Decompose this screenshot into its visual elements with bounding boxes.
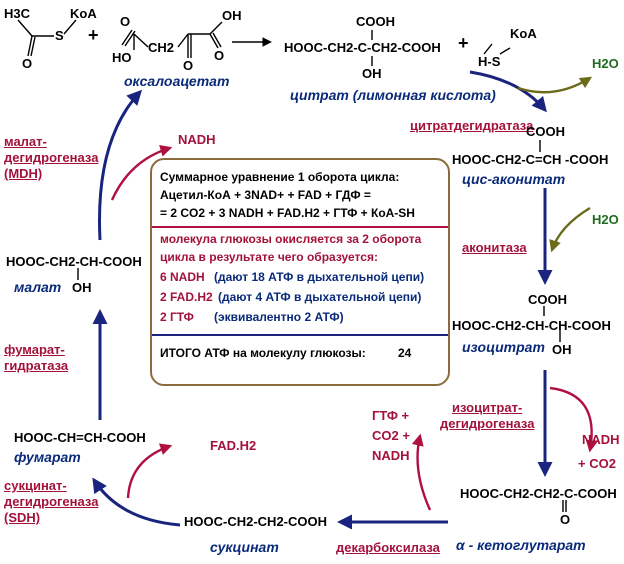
gtp-label: ГТФ +	[372, 408, 410, 423]
fumarate-label: фумарат	[14, 449, 81, 465]
h2o-in-arrow	[549, 206, 591, 253]
cycle-arrow-succinate-to-fumarate	[92, 477, 181, 527]
cis-aconitate-cooh: COOH	[526, 124, 565, 139]
summary-total-value: 24	[398, 346, 412, 360]
oxaloacetate-label: оксалоацетат	[124, 73, 230, 89]
oxalo-o2: O	[183, 58, 194, 73]
summary-line-4: молекула глюкозы окисляется за 2 оборота	[160, 232, 422, 246]
citrate-bonds	[371, 30, 511, 66]
summary-divider-1	[152, 226, 448, 228]
enzyme-isocitrate-dh-2: дегидрогеназа	[440, 416, 535, 431]
nadh-label-right: NADH	[582, 432, 620, 447]
summary-row-2-count: 2 FAD.H2	[160, 290, 213, 304]
ketoglutarate-formula: HOOC-CH2-CH2-C-COOH	[460, 486, 617, 501]
oxalo-o1: O	[120, 14, 131, 29]
cycle-arrow-malate-to-oxalo	[98, 89, 143, 241]
nadh-top-arrow	[110, 145, 173, 201]
enzyme-decarboxylase: декарбоксилаза	[336, 540, 440, 555]
summary-row-2-note: (дают 4 АТФ в дыхательной цепи)	[218, 290, 422, 304]
enzyme-succinate-dh-3: (SDH)	[4, 510, 41, 525]
acetyl-h3c: H3C	[4, 6, 31, 21]
enzyme-succinate-dh-1: сукцинат-	[4, 478, 67, 493]
enzyme-succinate-dh-2: дегидрогеназа	[4, 494, 99, 509]
oxalo-o3: O	[214, 48, 225, 63]
summary-line-3: = 2 CO2 + 3 NADH + FAD.H2 + ГТФ + КоА-SH	[160, 206, 415, 220]
h2o-out-arrow	[517, 76, 593, 94]
h2o-out-label: H2O	[592, 56, 619, 71]
enzyme-malate-dh-1: малат-	[4, 134, 47, 149]
ketoglutarate-bonds	[562, 500, 567, 512]
enzyme-malate-dh-2: дегидрогеназа	[4, 150, 99, 165]
summary-total-label: ИТОГО АТФ на молекулу глюкозы:	[160, 346, 366, 360]
oxaloacetate-bonds	[121, 21, 223, 58]
plus-sign: +	[88, 25, 99, 45]
succinate-formula: HOOC-CH2-CH2-COOH	[184, 514, 327, 529]
citrate-label: цитрат (лимонная кислота)	[290, 87, 496, 103]
acetyl-coa-bonds	[17, 19, 77, 57]
summary-line-2: Ацетил-КоА + 3NAD+ + FAD + ГДФ =	[160, 188, 371, 202]
citrate-oh: OH	[362, 66, 382, 81]
hskoa-hs: H-S	[478, 54, 501, 69]
nadh-label-mid: NADH	[372, 448, 410, 463]
h2o-in-label: H2O	[592, 212, 619, 227]
fadh2-label: FAD.H2	[210, 438, 257, 453]
isocitrate-formula: HOOC-CH2-CH-CH-COOH	[452, 318, 611, 333]
summary-line-5: цикла в результате чего образуется:	[160, 250, 378, 264]
gtp-arrow	[411, 433, 432, 511]
ketoglutarate-o: O	[560, 512, 571, 527]
acetyl-o: O	[22, 56, 33, 71]
cis-aconitate-formula: HOOC-CH2-C=CH -COOH	[452, 152, 609, 167]
summary-row-1-note: (дают 18 АТФ в дыхательной цепи)	[214, 270, 425, 284]
enzyme-fumarate-hydratase-1: фумарат-	[4, 342, 65, 357]
cycle-arrow-citrate-to-cis	[469, 70, 547, 113]
oxalo-ch2: CH2	[148, 40, 175, 55]
isocitrate-bonds	[543, 306, 561, 342]
co2-label-right: + CO2	[578, 456, 616, 471]
enzyme-fumarate-hydratase-2: гидратаза	[4, 358, 69, 373]
enzyme-isocitrate-dh-1: изоцитрат-	[452, 400, 523, 415]
summary-row-3-note: (эквивалентно 2 АТФ)	[214, 310, 344, 324]
isocitrate-oh: OH	[552, 342, 572, 357]
hskoa-koa: KoA	[510, 26, 537, 41]
enzyme-aconitase: аконитаза	[462, 240, 527, 255]
co2-label-mid: CO2 +	[372, 428, 410, 443]
succinate-label: сукцинат	[210, 539, 279, 555]
nadh-co2-arrow	[549, 386, 598, 453]
summary-row-3-count: 2 ГТФ	[160, 310, 194, 324]
summary-line-1: Суммарное уравнение 1 оборота цикла:	[160, 170, 400, 184]
citrate-formula: HOOC-CH2-C-CH2-COOH	[284, 40, 441, 55]
acetyl-s: S	[55, 28, 64, 43]
plus-sign-2: +	[458, 33, 469, 53]
fumarate-formula: HOOC-CH=CH-COOH	[14, 430, 146, 445]
cis-aconitate-label: цис-аконитат	[462, 171, 566, 187]
summary-row-1-count: 6 NADH	[160, 270, 205, 284]
malate-oh: OH	[72, 280, 92, 295]
enzyme-malate-dh-3: (MDH)	[4, 166, 43, 181]
fadh2-arrow	[126, 443, 173, 499]
oxalo-oh: OH	[222, 8, 242, 23]
ketoglutarate-label: α - кетоглутарат	[456, 537, 586, 553]
oxalo-ho: HO	[112, 50, 132, 65]
acetyl-koa: KoA	[70, 6, 97, 21]
malate-label: малат	[14, 279, 62, 295]
enzyme-citrate-dehydratase: цитратдегидратаза	[410, 118, 534, 133]
nadh-label-top: NADH	[178, 132, 216, 147]
isocitrate-cooh: COOH	[528, 292, 567, 307]
citrate-cooh: COOH	[356, 14, 395, 29]
malate-formula: HOOC-CH2-CH-COOH	[6, 254, 142, 269]
isocitrate-label: изоцитрат	[462, 339, 545, 355]
summary-divider-2	[152, 334, 448, 336]
summary-box: Суммарное уравнение 1 оборота цикла: Аце…	[150, 158, 450, 386]
